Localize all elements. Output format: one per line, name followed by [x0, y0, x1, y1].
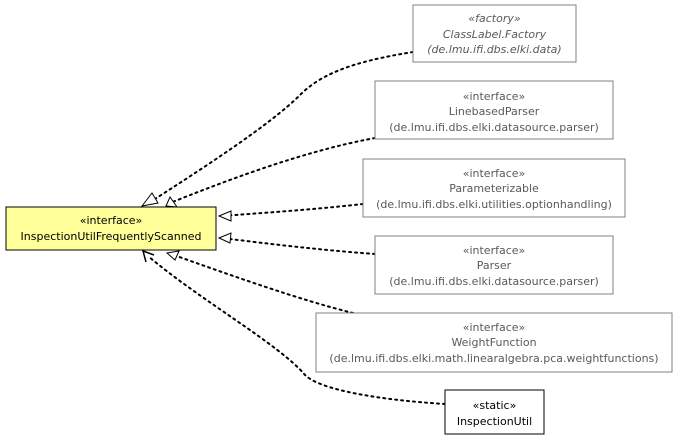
- dependency-arrowhead-inspection-util: [141, 249, 155, 263]
- linebased-parser-package: (de.lmu.ifi.dbs.elki.datasource.parser): [389, 121, 599, 134]
- inspection-util-name: InspectionUtil: [457, 415, 532, 428]
- generalization-arrowhead-parser: [217, 232, 232, 244]
- parameterizable-package: (de.lmu.ifi.dbs.elki.utilities.optionhan…: [376, 198, 612, 211]
- factory-stereotype: «factory»: [468, 12, 521, 25]
- parser-package: (de.lmu.ifi.dbs.elki.datasource.parser): [389, 275, 599, 288]
- edges: [140, 51, 446, 405]
- edge-parameterizable-to-main: [221, 203, 364, 217]
- class-node-parser[interactable]: «interface» Parser (de.lmu.ifi.dbs.elki.…: [374, 235, 614, 295]
- class-node-inspection-util[interactable]: «static» InspectionUtil: [444, 389, 545, 435]
- parser-name: Parser: [477, 259, 512, 272]
- inspection-util-stereotype: «static»: [473, 399, 517, 412]
- linebased-parser-name: LinebasedParser: [449, 105, 540, 118]
- weight-function-package: (de.lmu.ifi.dbs.elki.math.linearalgebra.…: [329, 352, 658, 365]
- class-node-weight-function[interactable]: «interface» WeightFunction (de.lmu.ifi.d…: [315, 312, 673, 373]
- edge-weight-function-to-main: [170, 253, 354, 314]
- parser-stereotype: «interface»: [463, 244, 526, 257]
- weight-function-stereotype: «interface»: [463, 321, 526, 334]
- weight-function-name: WeightFunction: [451, 336, 536, 349]
- generalization-arrowhead-linebased-parser: [165, 195, 179, 208]
- parameterizable-name: Parameterizable: [449, 182, 539, 195]
- class-node-linebased-parser[interactable]: «interface» LinebasedParser (de.lmu.ifi.…: [374, 80, 614, 140]
- generalization-arrowhead-factory: [140, 192, 159, 207]
- edge-factory-to-main: [154, 51, 414, 200]
- factory-package: (de.lmu.ifi.dbs.elki.data): [427, 43, 561, 56]
- factory-name: ClassLabel.Factory: [443, 28, 547, 41]
- parameterizable-stereotype: «interface»: [463, 167, 526, 180]
- class-node-main[interactable]: «interface» InspectionUtilFrequentlyScan…: [5, 206, 217, 251]
- generalization-arrowhead-weight-function: [165, 250, 180, 261]
- class-node-parameterizable[interactable]: «interface» Parameterizable (de.lmu.ifi.…: [362, 158, 626, 218]
- edge-parser-to-main: [221, 237, 376, 255]
- main-stereotype: «interface»: [80, 214, 143, 227]
- class-node-factory[interactable]: «factory» ClassLabel.Factory (de.lmu.ifi…: [412, 4, 577, 63]
- main-name: InspectionUtilFrequentlyScanned: [21, 230, 202, 243]
- edge-linebased-parser-to-main: [169, 137, 376, 204]
- linebased-parser-stereotype: «interface»: [463, 90, 526, 103]
- edge-inspection-util-to-main: [147, 255, 446, 405]
- generalization-arrowhead-parameterizable: [217, 210, 232, 222]
